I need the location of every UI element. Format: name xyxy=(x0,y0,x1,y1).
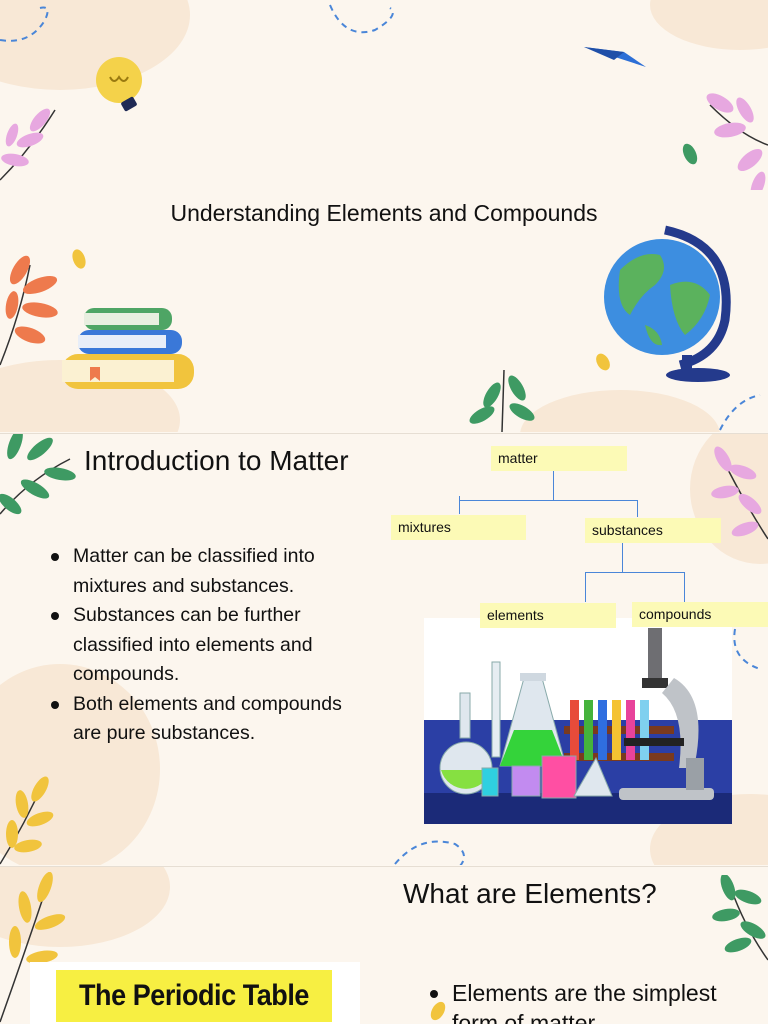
diagram-node-mixtures: mixtures xyxy=(391,515,526,540)
periodic-table-image: The Periodic Table xyxy=(30,962,360,1024)
title-slide: Understanding Elements and Compounds xyxy=(0,0,768,432)
lightbulb-icon xyxy=(96,57,142,112)
pink-leaf-decoration xyxy=(0,108,56,181)
pink-leaf-decoration xyxy=(706,93,768,190)
list-item: Matter can be classified into mixtures a… xyxy=(47,542,367,601)
dashed-line-decorations xyxy=(394,628,761,865)
yellow-leaf-icon xyxy=(72,249,86,269)
slide-title: Understanding Elements and Compounds xyxy=(170,200,598,226)
introduction-slide: Introduction to Matter xyxy=(0,433,768,865)
diagram-node-matter: matter xyxy=(491,446,627,471)
pink-leaf-decoration xyxy=(711,446,768,540)
list-item: Substances can be further classified int… xyxy=(47,601,367,690)
diagram-connector xyxy=(585,572,685,573)
diagram-connector xyxy=(684,572,685,602)
diagram-connector xyxy=(622,542,623,572)
paper-plane-icon xyxy=(584,47,646,67)
diagram-connector xyxy=(637,500,638,517)
diagram-node-substances: substances xyxy=(585,518,721,543)
periodic-table-title: The Periodic Table xyxy=(79,979,309,1012)
list-item: Elements are the simplest form of matter xyxy=(426,978,756,1024)
diagram-connector xyxy=(553,471,554,500)
yellow-leaf-icon xyxy=(430,1001,446,1021)
diagram-node-elements: elements xyxy=(480,603,616,628)
yellow-leaf-decoration xyxy=(0,872,66,1023)
diagram-connector xyxy=(585,572,586,602)
bullet-list: Elements are the simplest form of matter xyxy=(426,978,756,1024)
slide-heading: Introduction to Matter xyxy=(84,445,349,476)
diagram-connector xyxy=(459,496,460,514)
list-item: Both elements and compounds are pure sub… xyxy=(47,690,367,749)
laboratory-equipment-image xyxy=(424,618,732,824)
laboratory-glassware-illustration xyxy=(424,628,732,824)
books-stack-illustration xyxy=(62,308,194,389)
periodic-table-banner xyxy=(56,970,332,1022)
yellow-leaf-icon xyxy=(596,353,610,371)
yellow-leaf-decoration xyxy=(0,776,54,865)
bullet-list: Matter can be classified into mixtures a… xyxy=(47,542,367,749)
elements-slide: What are Elements? The Periodic Table El… xyxy=(0,866,768,1024)
diagram-connector xyxy=(459,500,638,501)
green-leaf-decoration xyxy=(712,875,768,961)
orange-leaf-decoration xyxy=(0,255,58,366)
green-leaf-decoration xyxy=(0,434,76,515)
dashed-line-decorations xyxy=(0,4,761,431)
green-leaf-decoration xyxy=(469,369,535,432)
slide-heading: What are Elements? xyxy=(403,878,657,909)
globe-illustration xyxy=(604,225,731,382)
green-leaf-icon xyxy=(682,143,698,165)
background-blob xyxy=(0,664,160,865)
diagram-node-compounds: compounds xyxy=(632,602,768,627)
